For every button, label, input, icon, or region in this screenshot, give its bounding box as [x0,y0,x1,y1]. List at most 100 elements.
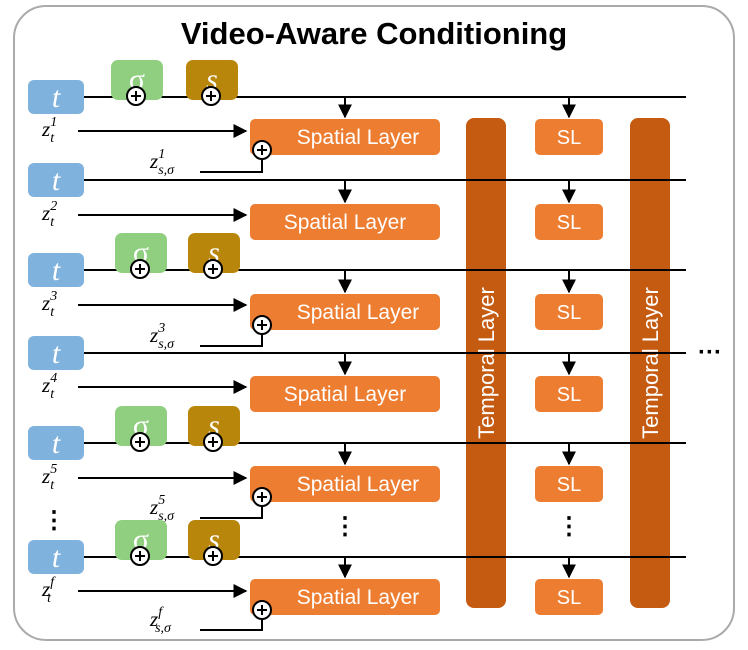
spatial-layer-box: Spatial Layer [250,376,440,412]
latent-z-f-superscript: f [50,575,56,590]
t-embedding-box: t [28,253,84,287]
cond-z-1-superscript: 1 [158,147,165,162]
cond-z-f-superscript: f [158,605,164,620]
t-embedding-label: t [52,164,61,197]
spatial-layer-label: Spatial Layer [297,473,420,496]
cond-add-icon [252,487,272,507]
cond-z-1-subscript: s,σ [158,163,175,178]
t-embedding-label: t [52,254,61,287]
latent-z-2-subscript: t [50,215,55,230]
t-embedding-label: t [52,541,61,574]
latent-z-1-superscript: 1 [50,115,57,130]
s-condition-box: s [188,406,240,452]
spatial-layer-box: Spatial Layer [250,466,440,502]
sl-box: SL [535,204,603,240]
cond-add-icon [252,315,272,335]
latent-z-5-subscript: t [50,478,55,493]
sl-box: SL [535,466,603,502]
ellipsis-more-layers: ··· [698,339,722,366]
s-label: s [208,523,220,556]
t-embedding-label: t [52,81,61,114]
spatial-layer-label: Spatial Layer [297,301,420,324]
cond-z-3-superscript: 3 [157,321,165,336]
t-embedding-box: t [28,163,84,197]
sigma-condition-box: σ [115,233,167,279]
sigma-condition-box: σ [111,60,163,106]
latent-z-1-subscript: t [50,131,55,146]
latent-z-1-base: z [41,117,50,141]
temporal-layer-2-label: Temporal Layer [638,287,663,439]
cond-z-5-superscript: 5 [158,493,165,508]
spatial-layer-box: Spatial Layer [250,579,440,615]
s-label: s [208,236,220,269]
latent-z-3-base: z [41,291,50,315]
cond-add-icon [252,140,272,160]
cond-add-icon [252,600,272,620]
temporal-layer-1-label: Temporal Layer [474,287,499,439]
s-label: s [206,63,218,96]
latent-z-4-base: z [41,373,50,397]
cond-connector [200,506,263,519]
cond-z-5-base: z [149,495,158,519]
latent-z-3-superscript: 3 [49,289,57,304]
spatial-layer-box: Spatial Layer [250,119,440,155]
sigma-add-icon [130,432,150,452]
spatial-layer-box: Spatial Layer [250,294,440,330]
latent-z-2-base: z [41,201,50,225]
sl-label: SL [557,384,581,406]
cond-z-3-base: z [149,323,158,347]
spatial-layer-label: Spatial Layer [297,586,420,609]
cond-connector [200,619,263,631]
sl-box: SL [535,579,603,615]
t-embedding-box: t [28,540,84,574]
latent-z-f-subscript: t [47,591,52,606]
spatial-layer-label: Spatial Layer [297,126,420,149]
cond-z-f-subscript: s,σ [155,621,172,636]
cond-z-f-base: z [149,607,158,631]
s-condition-box: s [188,233,240,279]
latent-z-2-superscript: 2 [50,199,57,214]
sl-label: SL [557,302,581,324]
sigma-condition-box: σ [115,406,167,452]
spatial-layer-label: Spatial Layer [284,383,407,406]
s-condition-box: s [186,60,238,106]
cond-z-3-subscript: s,σ [158,337,175,352]
sigma-condition-box: σ [115,520,167,566]
sl-label: SL [557,474,581,496]
t-embedding-label: t [52,427,61,460]
temporal-layer-1: Temporal Layer [466,118,506,608]
s-add-icon [203,546,223,566]
s-label: s [208,409,220,442]
cond-connector [200,334,263,347]
ellipsis-spatial: ⋮ [333,513,357,540]
ellipsis-sl: ⋮ [557,513,581,540]
sigma-add-icon [126,86,146,106]
temporal-layer-2: Temporal Layer [630,118,670,608]
latent-z-5-superscript: 5 [50,462,57,477]
cond-connector [200,159,263,173]
s-add-icon [203,432,223,452]
s-condition-box: s [188,520,240,566]
latent-z-5-base: z [41,464,50,488]
sigma-add-icon [130,546,150,566]
latent-z-4-subscript: t [50,387,55,402]
sl-box: SL [535,294,603,330]
s-add-icon [201,86,221,106]
t-embedding-box: t [28,336,84,370]
t-embedding-box: t [28,426,84,460]
cond-z-5-subscript: s,σ [158,509,175,524]
t-embedding-box: t [28,80,84,114]
spatial-layer-box: Spatial Layer [250,204,440,240]
sl-label: SL [557,212,581,234]
ellipsis-latents: ⋮ [42,507,66,534]
